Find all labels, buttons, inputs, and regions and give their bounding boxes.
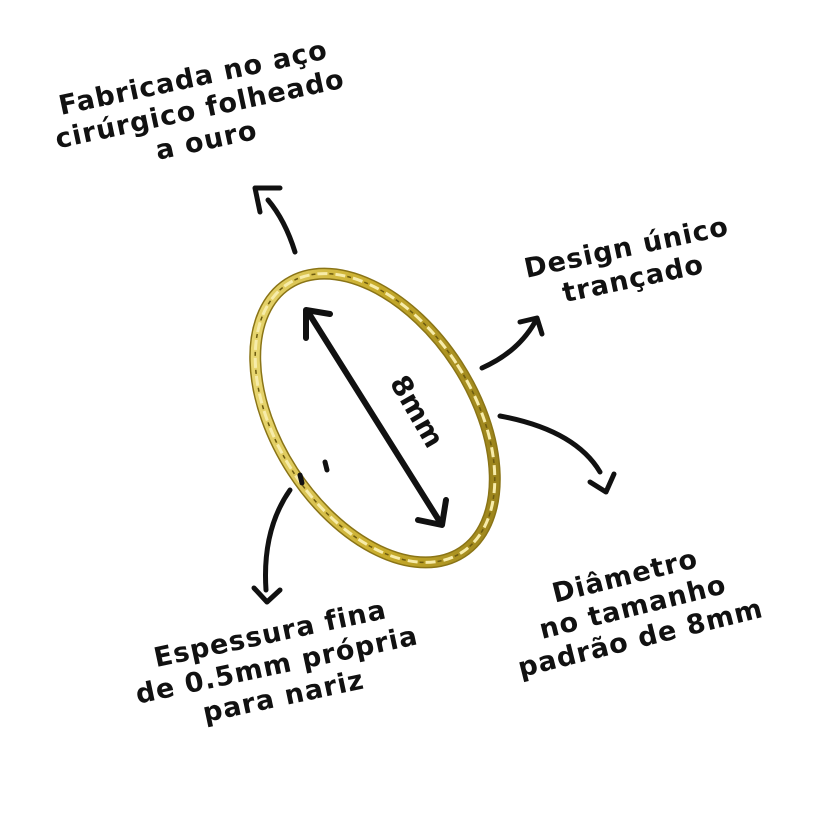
material-arrow-icon (252, 185, 298, 255)
thickness-arrow-icon (251, 487, 293, 605)
design-arrow-icon (479, 315, 545, 371)
diameter-annotation-arrow-icon (497, 413, 617, 495)
thickness-tick-icon (297, 459, 330, 486)
diameter-arrow-icon (303, 307, 449, 528)
